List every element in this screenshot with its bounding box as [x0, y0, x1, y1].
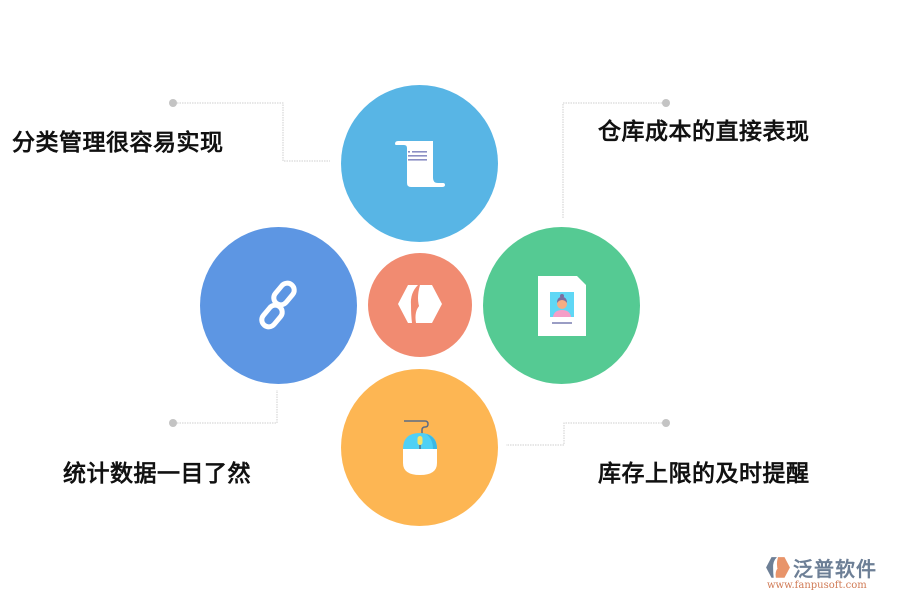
id-card-document-icon [537, 275, 586, 336]
connector-bottom-right [506, 419, 670, 446]
circle-category-management [341, 85, 498, 242]
label-stock-limit: 库存上限的及时提醒 [598, 461, 810, 487]
connector-top-right [562, 99, 670, 219]
chain-link-icon [258, 280, 297, 329]
brand-watermark: 泛普软件 www.fanpusoft.com [765, 553, 895, 593]
connector-top-left [169, 99, 330, 162]
brand-url: www.fanpusoft.com [767, 580, 867, 591]
label-category-management: 分类管理很容易实现 [12, 130, 224, 156]
circle-center-logo [368, 253, 472, 357]
label-statistics: 统计数据一目了然 [63, 461, 251, 487]
computer-mouse-icon [402, 419, 437, 475]
connector-bottom-left [169, 390, 278, 427]
scroll-document-icon [394, 140, 445, 187]
circle-warehouse-cost [483, 227, 640, 384]
brand-name: 泛普软件 [793, 557, 877, 581]
fanpu-logo-icon [398, 285, 442, 323]
brand-logo-icon [766, 556, 790, 578]
circle-stock-limit [341, 369, 498, 526]
label-warehouse-cost: 仓库成本的直接表现 [598, 119, 810, 145]
circle-statistics [200, 227, 357, 384]
